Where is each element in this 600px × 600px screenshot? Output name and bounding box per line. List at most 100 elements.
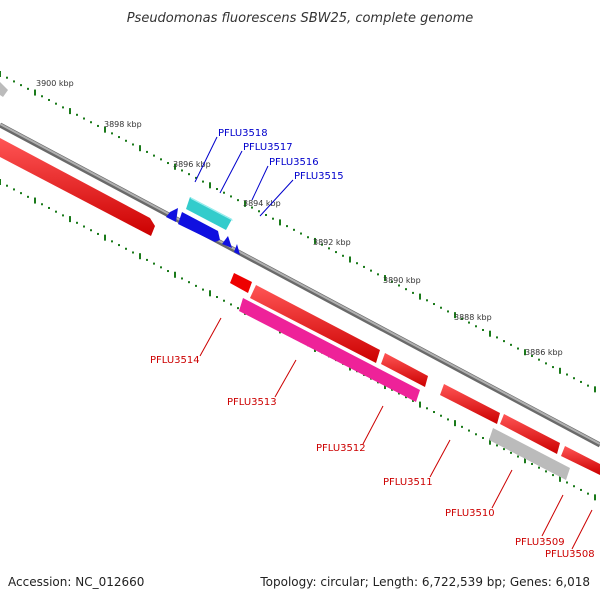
minor-tick	[391, 280, 393, 283]
major-tick	[174, 271, 176, 278]
minor-tick	[83, 117, 85, 120]
gene-label-pflu3517[interactable]: PFLU3517	[243, 142, 293, 153]
gene-feature-pflu3509[interactable]	[561, 446, 600, 475]
major-tick	[419, 401, 421, 408]
minor-tick	[356, 262, 358, 265]
gene-label-pflu3514[interactable]: PFLU3514	[150, 355, 200, 366]
minor-tick	[6, 184, 8, 187]
minor-tick	[258, 210, 260, 213]
gene-feature-pflu3511[interactable]	[440, 384, 500, 424]
genome-backbone	[0, 122, 600, 448]
gene-label-pflu3515[interactable]: PFLU3515	[294, 171, 344, 182]
minor-tick	[587, 384, 589, 387]
minor-tick	[440, 414, 442, 417]
minor-tick	[27, 87, 29, 90]
minor-tick	[580, 380, 582, 383]
gene-label-pflu3510[interactable]: PFLU3510	[445, 508, 495, 519]
accession-text: Accession: NC_012660	[8, 575, 144, 589]
gene-label-pflu3509[interactable]: PFLU3509	[515, 537, 565, 548]
gene-feature-gray[interactable]	[0, 82, 8, 97]
major-tick	[454, 312, 456, 319]
leader-line	[362, 405, 384, 445]
minor-tick	[531, 354, 533, 357]
tick-label: 3900 kbp	[36, 79, 74, 88]
minor-tick	[335, 251, 337, 254]
minor-tick	[293, 228, 295, 231]
minor-tick	[412, 399, 414, 402]
minor-tick	[76, 113, 78, 116]
gene-feature-blue[interactable]	[166, 208, 178, 222]
gene-feature-pflu3510[interactable]	[489, 428, 570, 480]
minor-tick	[566, 481, 568, 484]
minor-tick	[405, 396, 407, 399]
minor-tick	[97, 232, 99, 235]
minor-tick	[475, 433, 477, 436]
major-tick	[69, 108, 71, 115]
gene-feature-highlight	[190, 197, 233, 221]
gene-label-pflu3516[interactable]: PFLU3516	[269, 157, 319, 168]
minor-tick	[41, 95, 43, 98]
gene-feature-pflu3516[interactable]	[222, 236, 232, 248]
leader-line	[429, 439, 451, 478]
minor-tick	[125, 247, 127, 250]
tick-labels: 3900 kbp 3898 kbp 3896 kbp 3894 kbp 3892…	[36, 79, 563, 357]
gene-feature-pflu3517[interactable]	[178, 212, 220, 242]
minor-tick	[195, 176, 197, 179]
minor-tick	[272, 217, 274, 220]
minor-tick	[216, 296, 218, 299]
major-tick	[69, 216, 71, 223]
minor-tick	[587, 492, 589, 495]
minor-tick	[83, 225, 85, 228]
minor-tick	[496, 336, 498, 339]
minor-tick	[202, 180, 204, 183]
minor-tick	[216, 188, 218, 191]
minor-tick	[342, 254, 344, 257]
minor-tick	[111, 240, 113, 243]
minor-tick	[482, 328, 484, 331]
major-tick	[139, 253, 141, 260]
leader-line	[274, 359, 297, 398]
minor-tick	[90, 229, 92, 232]
minor-tick	[160, 158, 162, 161]
leader-line	[491, 469, 513, 509]
gene-feature-red-long[interactable]	[250, 285, 380, 363]
gene-feature-red[interactable]	[0, 138, 155, 236]
minor-tick	[440, 306, 442, 309]
major-tick	[279, 219, 281, 226]
minor-tick	[90, 121, 92, 124]
minor-tick	[13, 188, 15, 191]
gene-feature-pflu3512[interactable]	[381, 353, 428, 387]
gene-label-pflu3512[interactable]: PFLU3512	[316, 443, 366, 454]
minor-tick	[167, 162, 169, 165]
gene-feature-pflu3514[interactable]	[230, 273, 252, 293]
minor-tick	[538, 466, 540, 469]
minor-tick	[482, 436, 484, 439]
leader-line	[199, 317, 222, 357]
major-tick	[559, 475, 561, 482]
major-tick	[174, 163, 176, 170]
major-tick	[34, 197, 36, 204]
minor-tick	[475, 325, 477, 328]
tick-label: 3888 kbp	[454, 313, 492, 322]
gene-feature-pflu3513[interactable]	[239, 298, 420, 402]
gene-feature-red-right[interactable]	[500, 414, 560, 454]
gene-label-pflu3518[interactable]: PFLU3518	[218, 128, 268, 139]
minor-tick	[300, 232, 302, 235]
gene-label-pflu3513[interactable]: PFLU3513	[227, 397, 277, 408]
minor-tick	[13, 80, 15, 83]
tick-label: 3898 kbp	[104, 120, 142, 129]
minor-tick	[391, 388, 393, 391]
gene-feature-pflu3518[interactable]	[186, 197, 232, 230]
gene-features	[0, 82, 600, 480]
gene-label-pflu3511[interactable]: PFLU3511	[383, 477, 433, 488]
gene-label-pflu3508[interactable]: PFLU3508	[545, 549, 595, 560]
major-tick	[384, 275, 386, 282]
minor-tick	[48, 206, 50, 209]
minor-tick	[132, 143, 134, 146]
minor-tick	[510, 343, 512, 346]
gene-feature-pflu3515[interactable]	[234, 244, 240, 255]
minor-tick	[251, 206, 253, 209]
tick-label: 3886 kbp	[525, 348, 563, 357]
leader-line	[571, 509, 593, 550]
